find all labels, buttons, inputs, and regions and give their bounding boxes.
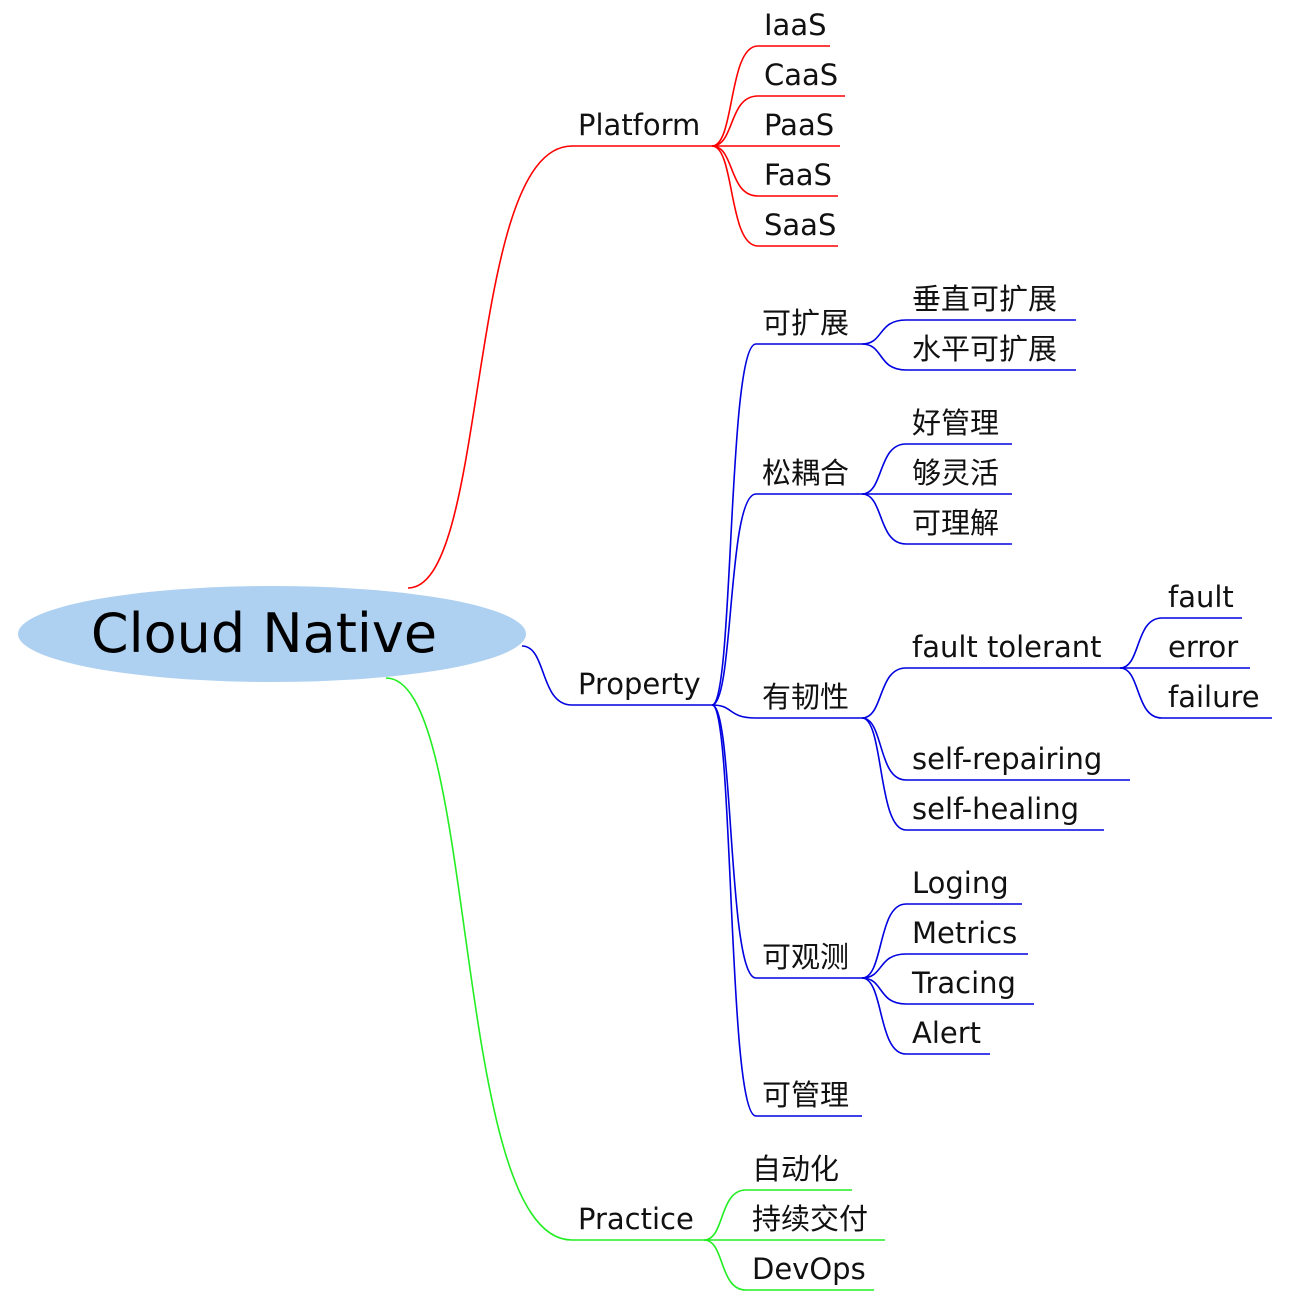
connector-1-3-1 [861,953,907,979]
branch-practice[interactable]: Practice [578,1202,694,1236]
node-1-2-1[interactable]: self-repairing [912,742,1102,776]
node-layer: Platform IaaS CaaS PaaS FaaS SaaS Property 可扩展 垂… [578,8,1260,1286]
root-node[interactable]: Cloud Native [18,586,526,682]
connector-1-2-0-0 [1119,617,1163,669]
node-1-4[interactable]: 可管理 [762,1078,849,1112]
node-1-3-1[interactable]: Metrics [912,916,1017,950]
node-1-3-2[interactable]: Tracing [911,966,1016,1000]
connector-1-2-0-2 [1119,667,1163,719]
connector-2-0 [703,1189,747,1241]
node-2-0[interactable]: 自动化 [752,1152,839,1186]
connector-1-4 [711,704,757,1117]
node-0-4[interactable]: SaaS [764,208,836,242]
connector-0-1 [711,95,759,147]
node-1-1-0[interactable]: 好管理 [912,406,999,440]
connector-1-3-0 [861,903,907,979]
node-1-2-0[interactable]: fault tolerant [912,630,1101,664]
connector-root-2 [385,677,573,1241]
connector-root-0 [407,145,573,589]
connector-1-2-1 [861,717,907,781]
connector-1-1-0 [861,443,907,495]
connector-1-0-0 [861,319,907,345]
node-1-1-2[interactable]: 可理解 [912,506,999,540]
connector-1-3 [711,704,757,979]
node-1-1-1[interactable]: 够灵活 [912,456,999,490]
connector-layer [385,45,1272,1291]
connector-1-2-0 [861,667,907,719]
node-1-2-0-2[interactable]: failure [1168,680,1260,714]
connector-1-3-3 [861,977,907,1055]
branch-property[interactable]: Property [578,667,701,701]
connector-1-1 [711,493,757,706]
node-1-2-2[interactable]: self-healing [912,792,1079,826]
root-ellipse [18,586,526,682]
connector-0-0 [711,45,759,147]
connector-1-2 [711,704,757,719]
node-1-1[interactable]: 松耦合 [762,456,849,490]
node-1-0-1[interactable]: 水平可扩展 [912,332,1057,366]
connector-1-3-2 [861,977,907,1005]
node-0-2[interactable]: PaaS [764,108,834,142]
node-1-3-0[interactable]: Loging [912,866,1009,900]
node-0-1[interactable]: CaaS [764,58,838,92]
node-0-3[interactable]: FaaS [764,158,832,192]
node-1-2[interactable]: 有韧性 [762,680,849,714]
connector-1-0-1 [861,343,907,371]
node-1-3[interactable]: 可观测 [762,940,849,974]
connector-1-0 [711,343,757,706]
node-2-1[interactable]: 持续交付 [752,1202,868,1236]
node-1-0-0[interactable]: 垂直可扩展 [912,282,1057,316]
connector-1-2-2 [861,717,907,831]
node-2-2[interactable]: DevOps [752,1252,866,1286]
node-0-0[interactable]: IaaS [764,8,827,42]
connector-2-2 [703,1239,747,1291]
connector-1-1-2 [861,493,907,545]
connector-root-1 [521,645,573,706]
root-title: Cloud Native [91,602,437,665]
node-1-0[interactable]: 可扩展 [762,306,849,340]
node-1-2-0-1[interactable]: error [1168,630,1238,664]
branch-platform[interactable]: Platform [578,108,700,142]
connector-0-4 [711,145,759,247]
node-1-2-0-0[interactable]: fault [1168,580,1234,614]
node-1-3-3[interactable]: Alert [912,1016,981,1050]
connector-0-3 [711,145,759,197]
